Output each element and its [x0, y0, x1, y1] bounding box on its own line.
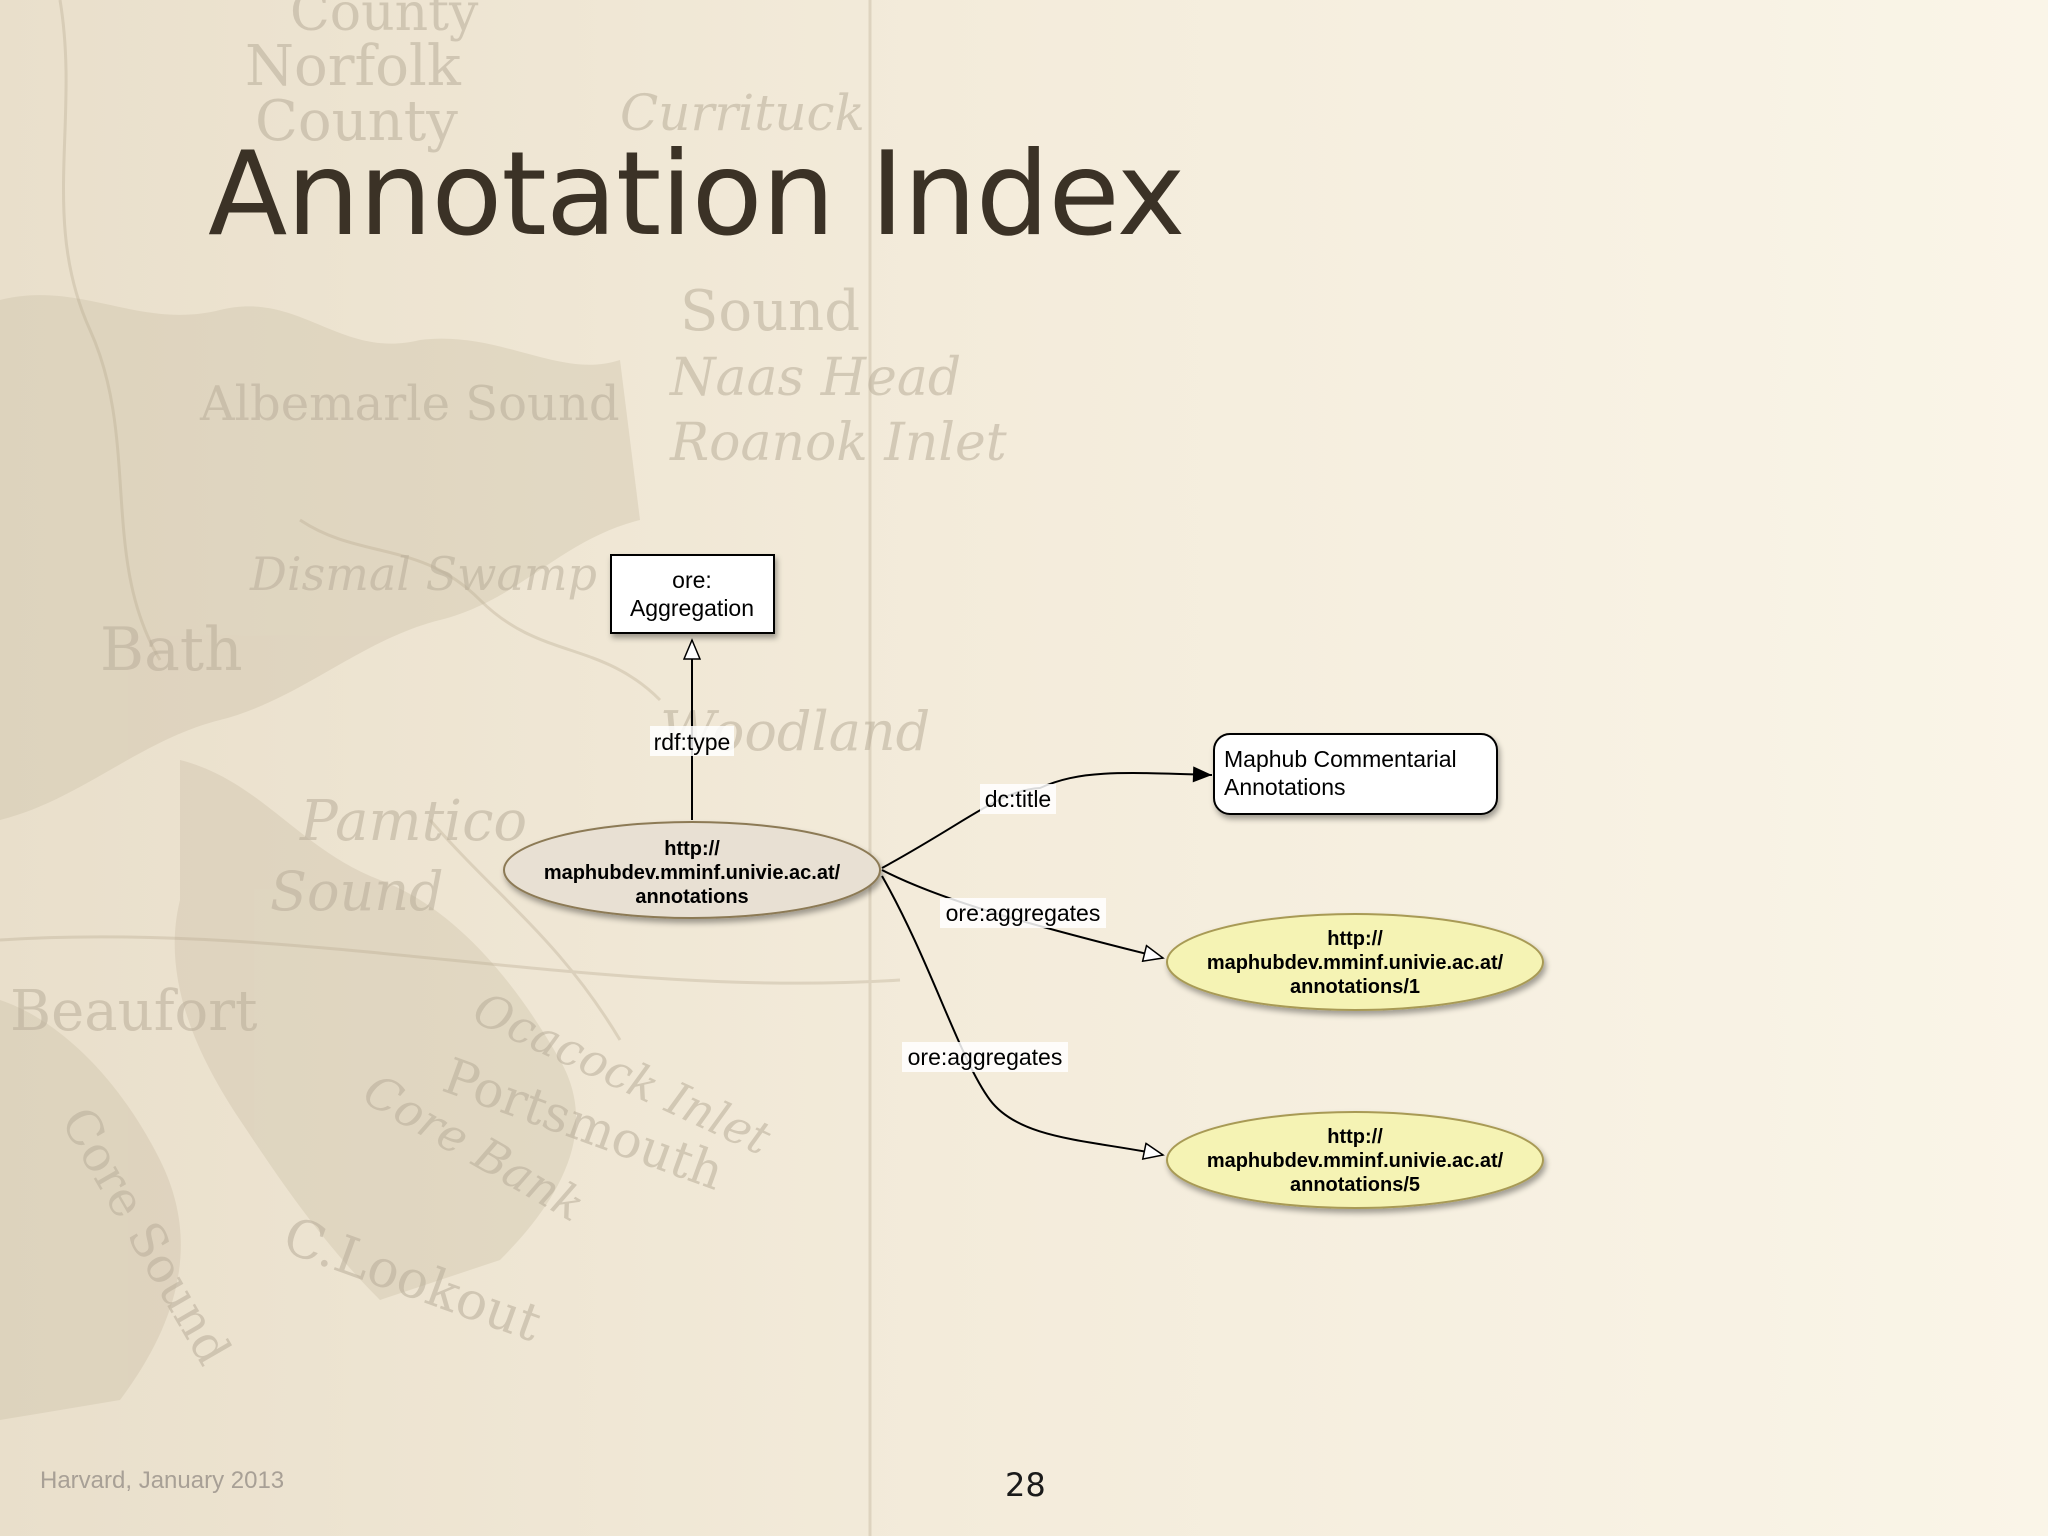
map-label: Beaufort	[10, 979, 258, 1044]
node-label-line: Aggregation	[630, 595, 754, 621]
node-label-line: annotations/1	[1290, 976, 1420, 998]
footer-text: Harvard, January 2013	[40, 1467, 285, 1494]
map-label: Albemarle Sound	[199, 376, 620, 432]
node-label-line: maphubdev.mminf.univie.ac.at/	[1207, 952, 1504, 974]
map-label: Naas Head	[668, 348, 961, 408]
node-annotation-index: http:// maphubdev.mminf.univie.ac.at/ an…	[503, 821, 881, 919]
page-number: 28	[1005, 1466, 1046, 1504]
ore-aggregates-edge-2	[881, 875, 1163, 1155]
edge-label-text: ore:aggregates	[908, 1044, 1063, 1070]
node-label-line: Annotations	[1224, 774, 1345, 800]
node-title-literal: Maphub Commentarial Annotations	[1213, 733, 1498, 815]
node-label-line: Maphub Commentarial	[1224, 746, 1457, 772]
node-label-line: annotations/5	[1290, 1174, 1420, 1196]
map-label: Currituck	[620, 84, 865, 142]
node-label-line: maphubdev.mminf.univie.ac.at/	[1207, 1150, 1504, 1172]
edge-label-text: ore:aggregates	[946, 900, 1101, 926]
node-label-line: ore:	[672, 567, 712, 593]
map-label: Sound	[270, 860, 444, 923]
map-label: Sound	[680, 279, 860, 344]
map-label: Pamtico	[299, 789, 527, 854]
node-ore-aggregation: ore: Aggregation	[610, 554, 775, 634]
map-label: County	[290, 0, 479, 43]
map-label: Norfolk	[245, 34, 462, 99]
edge-label-text: rdf:type	[654, 729, 731, 755]
map-label: Roanok Inlet	[669, 413, 1007, 473]
edge-label-ore-aggregates-1: ore:aggregates	[940, 898, 1106, 928]
map-label: Dismal Swamp	[249, 547, 597, 601]
node-label-line: maphubdev.mminf.univie.ac.at/	[544, 862, 841, 884]
node-label-line: http://	[1327, 1126, 1383, 1148]
map-label: County	[255, 89, 458, 154]
edge-label-ore-aggregates-2: ore:aggregates	[902, 1042, 1068, 1072]
edge-label-text: dc:title	[985, 786, 1051, 812]
node-annotation-5: http:// maphubdev.mminf.univie.ac.at/ an…	[1166, 1111, 1544, 1209]
edge-label-dc-title: dc:title	[980, 784, 1056, 814]
node-label-line: annotations	[635, 886, 748, 908]
map-label: Bath	[100, 615, 243, 685]
node-label-line: http://	[1327, 928, 1383, 950]
slide-title: Annotation Index	[208, 127, 1185, 262]
node-label-line: http://	[664, 838, 720, 860]
node-annotation-1: http:// maphubdev.mminf.univie.ac.at/ an…	[1166, 913, 1544, 1011]
edge-label-rdf-type: rdf:type	[650, 726, 734, 756]
